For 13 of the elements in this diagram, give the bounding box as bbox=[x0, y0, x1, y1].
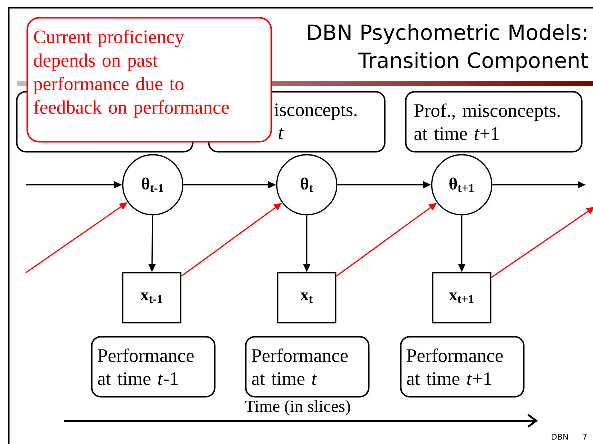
arrow bbox=[491, 207, 593, 278]
observable-variable-box: x$_{t-1}$ bbox=[122, 272, 182, 324]
title: DBN Psychometric Models: Transition Component bbox=[308, 24, 588, 73]
performance-box: Performance at time t-1 bbox=[91, 336, 216, 398]
observable-variable-box: x$_{t}$ bbox=[277, 272, 337, 324]
performance-box: Performance at time t bbox=[245, 336, 370, 398]
callout-box: Current proficiency depends on past performance due to feedback on performance bbox=[26, 17, 272, 143]
axis-label: Time (in slices) bbox=[245, 400, 350, 416]
performance-box: Performance at time t+1 bbox=[400, 336, 525, 398]
observable-variable-box: x$_{t+1}$ bbox=[432, 272, 492, 324]
page-number: 7 bbox=[583, 434, 587, 440]
state-box: Prof., misconcepts. at time t+1 bbox=[405, 91, 583, 153]
footer-text: DBN bbox=[552, 434, 568, 440]
